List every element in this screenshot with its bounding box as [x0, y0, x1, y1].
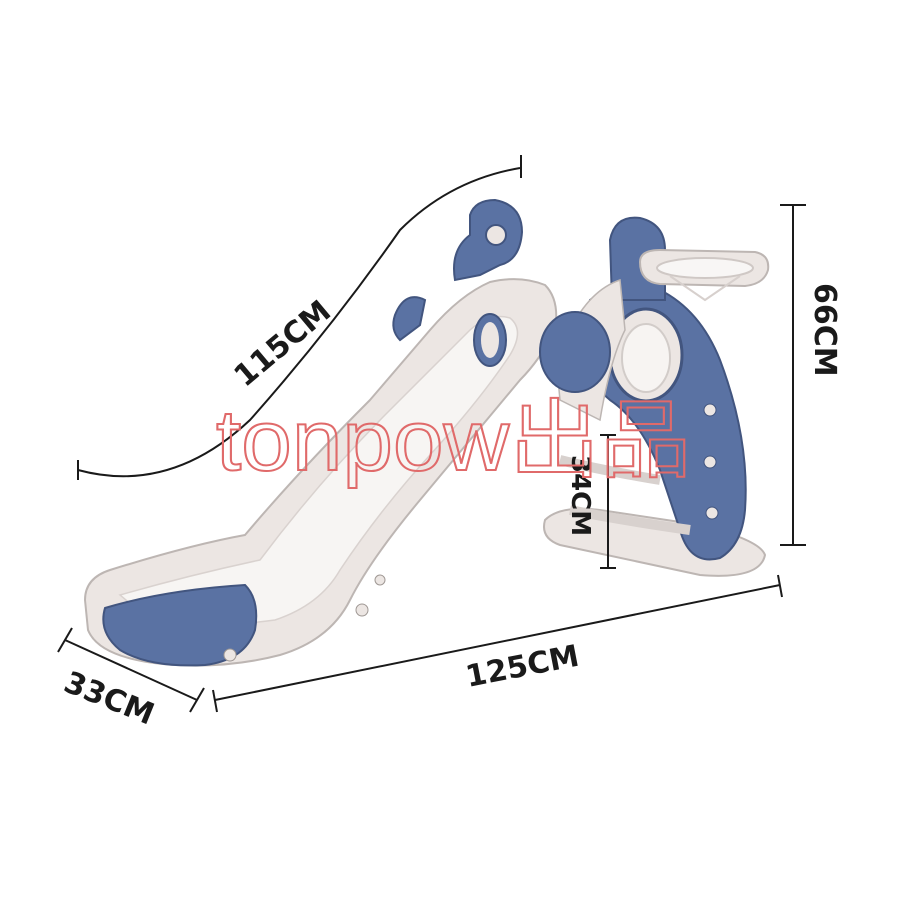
- slide-length-line: [77, 167, 521, 478]
- watermark-text: tonpow出品: [216, 393, 691, 489]
- slide-tower: [543, 216, 767, 577]
- dimension-lines: [57, 155, 806, 713]
- slide-length-label: 115CM: [228, 294, 338, 394]
- basketball-hoop: [638, 248, 770, 302]
- height-label: 66CM: [807, 283, 842, 377]
- total-length-label: 125CM: [463, 639, 582, 695]
- total-length-line: [214, 584, 781, 701]
- slide-chute: [83, 198, 611, 667]
- width-line: [64, 639, 198, 701]
- platform-height-label: 34CM: [565, 455, 595, 536]
